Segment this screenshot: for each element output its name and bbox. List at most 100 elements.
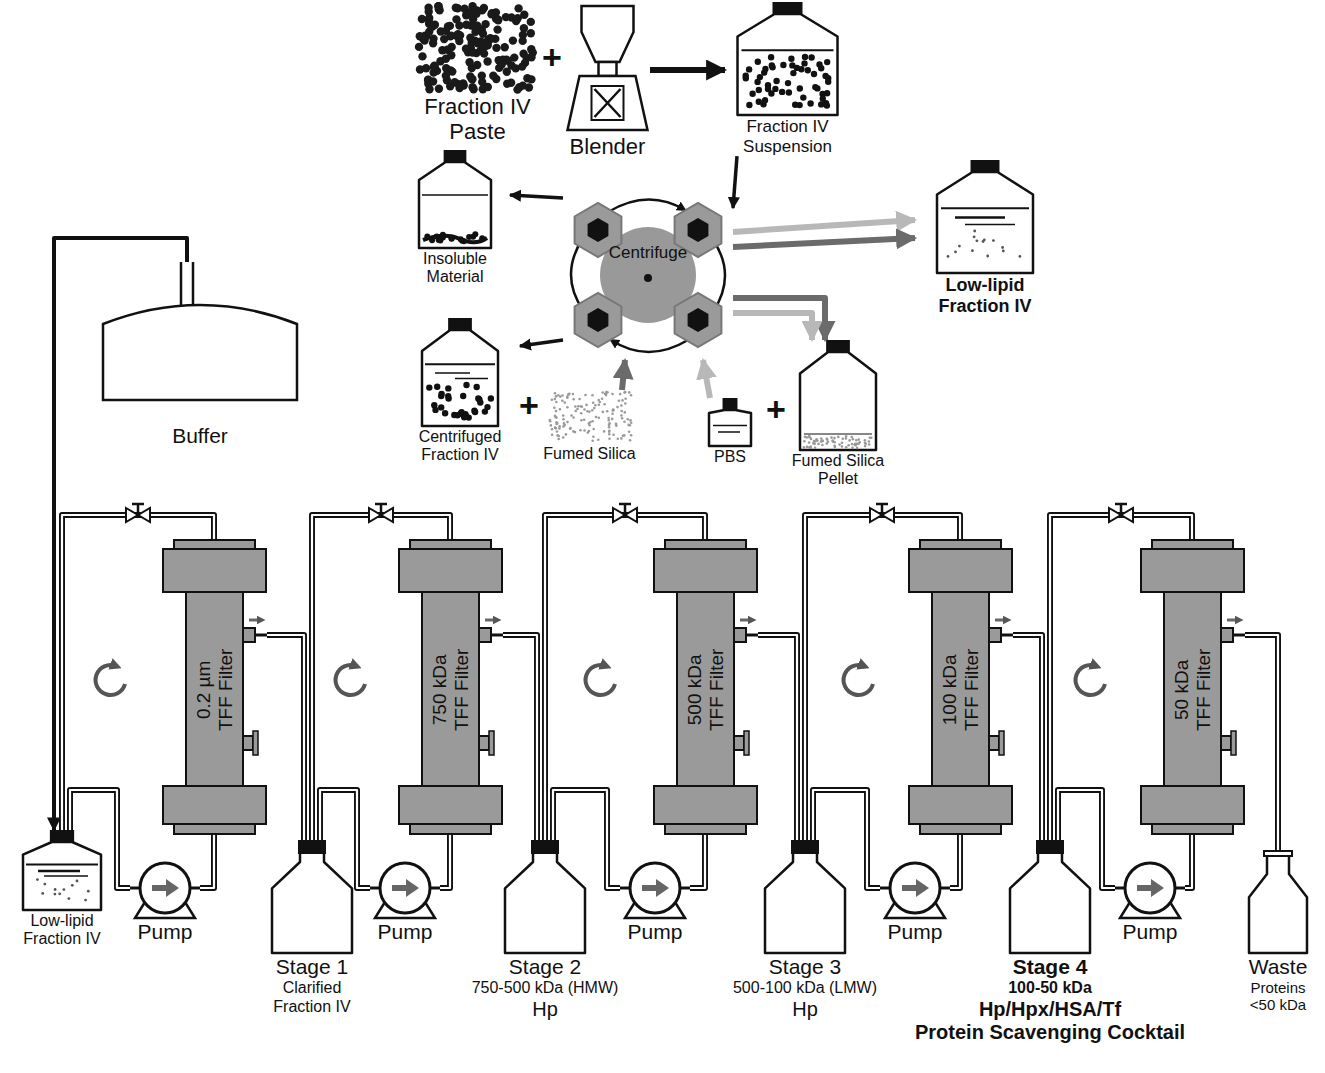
label-group: 100 kDa TFF Filter: [939, 645, 983, 735]
recirculation-arrow: [336, 665, 365, 695]
tube-bore: [503, 635, 537, 840]
label-slot: +: [766, 392, 786, 426]
flask-unit: Stage 1Clarified Fraction IV: [257, 840, 367, 1016]
label-group: Pump: [1115, 920, 1185, 944]
flow-arrow: [733, 313, 812, 340]
tubing: [440, 835, 450, 888]
centrifuge-unit: Centrifuge: [563, 190, 733, 360]
silica-unit: Fumed Silica: [537, 390, 642, 463]
ll-unit: Low-lipid Fraction IV: [915, 160, 1055, 316]
pbs-unit: PBS: [700, 398, 760, 466]
blender-icon: [565, 2, 650, 134]
label-group: Fraction IV Suspension: [725, 117, 850, 156]
label-group: 0.2 µm TFF Filter: [193, 645, 237, 735]
tank-icon: [95, 262, 305, 402]
node-label: 100 kDa TFF Filter: [939, 645, 983, 735]
node-sublabel: Hp: [710, 998, 900, 1021]
ll-icon: [915, 160, 1055, 275]
node-label: Low-lipid Fraction IV: [16, 912, 108, 949]
flask-unit: Stage 3500-100 kDa (LMW)Hp: [710, 840, 900, 1021]
flow-arrow: [650, 67, 725, 73]
label-group: Fumed Silica Pellet: [788, 452, 888, 489]
node-label: Centrifuge: [563, 243, 733, 263]
tube-bore: [950, 835, 960, 888]
tube-bore: [440, 835, 450, 888]
waste-icon: [1238, 850, 1318, 955]
pump-icon: [130, 858, 200, 920]
label-group: Centrifuged Fraction IV: [400, 428, 520, 465]
flask-icon: [257, 840, 367, 955]
flow-arrow: [510, 195, 563, 198]
node-label: Buffer: [95, 424, 305, 448]
insol-unit: Insoluble Material: [400, 150, 510, 287]
label-group: Stage 2750-500 kDa (HMW)Hp: [450, 955, 640, 1021]
tube-bore: [1245, 635, 1278, 850]
centrifuge-icon: [563, 190, 733, 360]
node-label: Low-lipid Fraction IV: [915, 275, 1055, 316]
blender-unit: Blender: [565, 2, 650, 159]
label-slot: +: [542, 40, 562, 74]
label-group: Fraction IV Paste: [415, 94, 540, 145]
node-sublabel: Hp: [450, 998, 640, 1021]
node-label: Fraction IV Suspension: [725, 117, 850, 156]
tubing: [1185, 835, 1192, 888]
node-label: Stage 4: [870, 955, 1230, 979]
tubing: [200, 835, 214, 888]
label-group: Fumed Silica: [537, 445, 642, 463]
tube-bore: [690, 835, 705, 888]
label-group: Pump: [370, 920, 440, 944]
node-sublabel: Clarified Fraction IV: [257, 979, 367, 1016]
node-label: Blender: [565, 134, 650, 159]
node-label: Stage 3: [710, 955, 900, 979]
flow-arrow: [733, 220, 915, 232]
cent-unit: Centrifuged Fraction IV: [400, 318, 520, 465]
node-label: Pump: [620, 920, 690, 944]
filter-unit: 500 kDa TFF Filter: [653, 540, 758, 835]
label-group: PBS: [700, 448, 760, 466]
filter-unit: 750 kDa TFF Filter: [398, 540, 503, 835]
recirculation-arrow: [586, 665, 615, 695]
node-sublabel: Protein Scavenging Cocktail: [870, 1021, 1230, 1044]
filter-unit: 100 kDa TFF Filter: [908, 540, 1013, 835]
node-label: Pump: [880, 920, 950, 944]
recirculation-arrow: [844, 665, 873, 695]
pump-icon: [620, 858, 690, 920]
node-sublabel: 100-50 kDa: [870, 979, 1230, 997]
pellet-icon: [788, 340, 888, 452]
label-group: Low-lipid Fraction IV: [915, 275, 1055, 316]
cent-icon: [400, 318, 520, 428]
node-sublabel: 750-500 kDa (HMW): [450, 979, 640, 997]
node-label: Waste: [1238, 955, 1318, 979]
pump-unit: Pump: [880, 858, 950, 944]
susp-unit: Fraction IV Suspension: [725, 2, 850, 156]
label-group: Stage 3500-100 kDa (LMW)Hp: [710, 955, 900, 1021]
plus-sign: +: [766, 392, 786, 426]
waste-unit: WasteProteins <50 kDa: [1238, 850, 1318, 1014]
ll2-icon: [16, 830, 108, 912]
flask-icon: [450, 840, 640, 955]
ll2-unit: Low-lipid Fraction IV: [16, 830, 108, 949]
label-group: Pump: [620, 920, 690, 944]
tubing: [758, 635, 797, 840]
pump-unit: Pump: [620, 858, 690, 944]
tubing: [690, 835, 705, 888]
pellet-unit: Fumed Silica Pellet: [788, 340, 888, 489]
node-label: 500 kDa TFF Filter: [684, 645, 728, 735]
label-group: Centrifuge: [563, 190, 733, 263]
recirculation-arrow: [96, 665, 125, 695]
pump-unit: Pump: [1115, 858, 1185, 944]
tubing: [1013, 635, 1042, 840]
node-label: Insoluble Material: [400, 250, 510, 287]
label-slot: +: [519, 388, 539, 422]
label-group: Insoluble Material: [400, 250, 510, 287]
label-group: 500 kDa TFF Filter: [684, 645, 728, 735]
label-group: Low-lipid Fraction IV: [16, 912, 108, 949]
label-group: Stage 4100-50 kDaHp/Hpx/HSA/TfProtein Sc…: [870, 955, 1230, 1044]
node-label: Fumed Silica: [537, 445, 642, 463]
node-label: Pump: [130, 920, 200, 944]
valve-symbol: [369, 504, 393, 522]
node-label: Fumed Silica Pellet: [788, 452, 888, 489]
valve-symbol: [1109, 504, 1133, 522]
node-label: Fraction IV Paste: [415, 94, 540, 145]
node-label: Stage 1: [257, 955, 367, 979]
